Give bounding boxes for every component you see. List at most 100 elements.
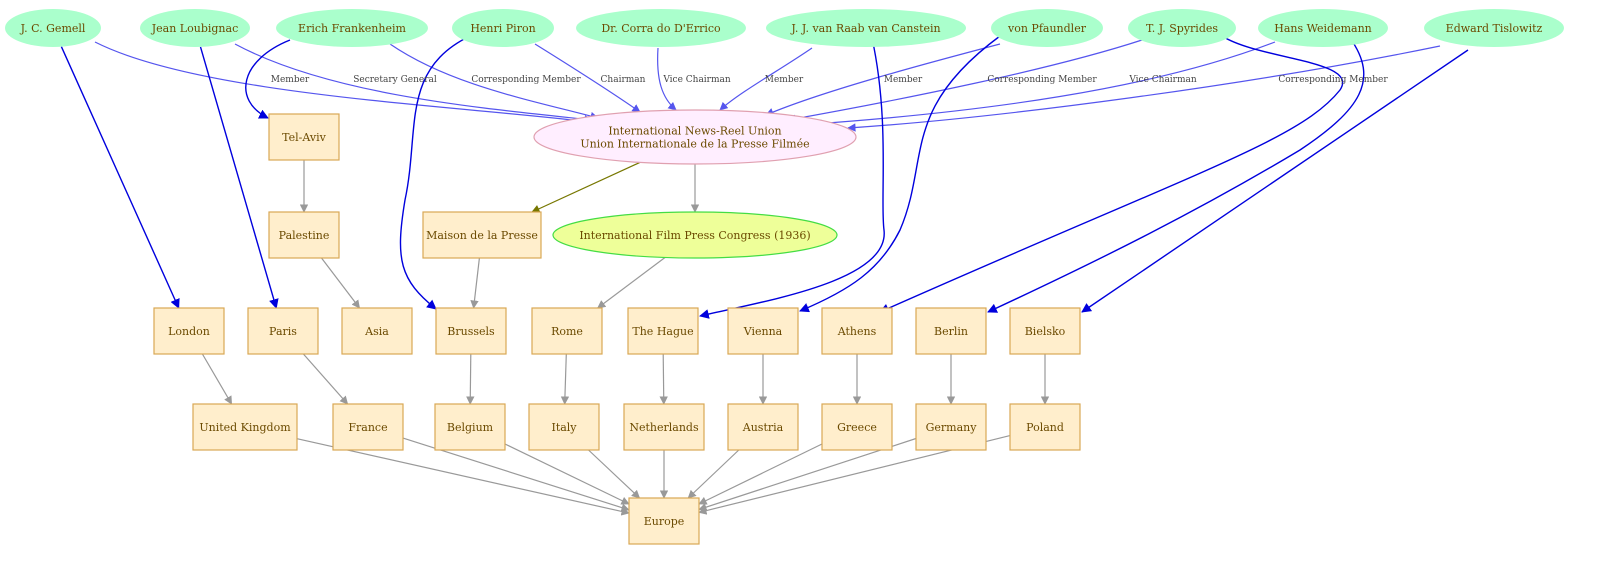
node-bielsko-shape	[1009, 307, 1081, 355]
edges-layer	[60, 35, 1469, 516]
node-belgium-label: Belgium	[447, 421, 494, 434]
edge-tislowitz-to-union	[847, 45, 1441, 132]
node-brussels-label: Brussels	[447, 325, 495, 338]
node-frankenheim-shape	[276, 9, 428, 47]
edge-piron-to-union	[534, 43, 641, 113]
node-poland-label: Poland	[1026, 421, 1064, 434]
edge-loubignac-to-paris	[199, 46, 279, 309]
node-congress-shape	[552, 211, 838, 259]
edge-label-pfaundler: Member	[884, 75, 923, 85]
node-vienna-label: Vienna	[743, 325, 783, 338]
edge-pfaundler-to-union	[765, 43, 1001, 116]
edge-label-spyrides: Corresponding Member	[987, 75, 1097, 85]
node-europe: Europe	[628, 497, 700, 545]
edge-frankenheim-to-union	[389, 43, 599, 121]
node-pfaundler-label: von Pfaundler	[1007, 22, 1087, 35]
node-paris: Paris	[247, 307, 319, 355]
node-europe-shape	[628, 497, 700, 545]
node-austria-shape	[727, 403, 799, 451]
edge-belgium-to-europe	[504, 443, 630, 505]
edge-label-corra: Vice Chairman	[662, 75, 731, 85]
edge-raab-to-hague	[699, 37, 885, 319]
node-athens-label: Athens	[837, 325, 877, 338]
node-piron: Henri Piron	[452, 9, 554, 47]
node-belgium: Belgium	[434, 403, 506, 451]
node-germany: Germany	[915, 403, 987, 451]
node-vienna-shape	[727, 307, 799, 355]
node-asia: Asia	[341, 307, 413, 355]
edge-tislowitz-to-bielsko	[1081, 49, 1469, 313]
edge-union-to-maison	[531, 161, 641, 213]
node-palestine: Palestine	[268, 211, 340, 259]
node-london-label: London	[168, 325, 210, 338]
node-hague-shape	[627, 307, 699, 355]
node-maison-shape	[422, 211, 542, 259]
node-congress-label: International Film Press Congress (1936)	[579, 229, 810, 242]
node-telaviv-label: Tel-Aviv	[282, 131, 326, 144]
node-union-shape	[533, 109, 857, 165]
node-france-shape	[332, 403, 404, 451]
edge-italy-to-europe	[588, 449, 641, 499]
node-palestine-shape	[268, 211, 340, 259]
node-spyrides-shape	[1128, 9, 1236, 47]
node-congress: International Film Press Congress (1936)	[552, 211, 838, 259]
node-hague-label: The Hague	[632, 325, 693, 338]
edge-label-gemell: Member	[271, 75, 310, 85]
node-france-label: France	[348, 421, 387, 434]
node-athens-shape	[821, 307, 893, 355]
node-asia-shape	[341, 307, 413, 355]
node-vienna: Vienna	[727, 307, 799, 355]
edge-label-loubignac: Secretary General	[353, 75, 437, 85]
node-asia-label: Asia	[364, 325, 389, 338]
node-berlin-label: Berlin	[934, 325, 968, 338]
node-telaviv: Tel-Aviv	[268, 113, 340, 161]
node-weidemann: Hans Weidemann	[1258, 9, 1388, 47]
node-rome: Rome	[531, 307, 603, 355]
node-netherlands-shape	[623, 403, 705, 451]
node-austria: Austria	[727, 403, 799, 451]
node-uk-label: United Kingdom	[199, 421, 291, 434]
node-gemell-label: J. C. Gemell	[20, 22, 86, 35]
node-uk: United Kingdom	[192, 403, 298, 451]
node-gemell-shape	[5, 9, 101, 47]
node-tislowitz-label: Edward Tislowitz	[1446, 22, 1543, 35]
node-maison-label: Maison de la Presse	[426, 229, 538, 242]
edge-label-raab: Member	[765, 75, 804, 85]
edge-corra-to-union	[657, 47, 677, 111]
node-netherlands: Netherlands	[623, 403, 705, 451]
node-weidemann-label: Hans Weidemann	[1274, 22, 1372, 35]
edge-paris-to-france	[302, 353, 349, 405]
node-corra-shape	[576, 9, 746, 47]
node-france: France	[332, 403, 404, 451]
node-spyrides-label: T. J. Spyrides	[1146, 22, 1218, 35]
edge-labels-layer: Member Secretary General Corresponding Mem…	[271, 75, 1389, 85]
node-paris-shape	[247, 307, 319, 355]
node-london-shape	[153, 307, 225, 355]
edge-frankenheim-to-telaviv	[245, 39, 291, 119]
node-rome-shape	[531, 307, 603, 355]
edge-spyrides-to-union	[787, 39, 1143, 123]
edge-rome-to-italy	[560, 353, 570, 405]
node-italy-label: Italy	[551, 421, 577, 434]
edge-label-frankenheim: Corresponding Member	[471, 75, 581, 85]
edge-label-piron: Chairman	[601, 75, 646, 85]
node-bielsko: Bielsko	[1009, 307, 1081, 355]
edge-raab-to-union	[719, 47, 813, 111]
node-corra-label: Dr. Corra do D'Errico	[601, 22, 721, 35]
node-greece-shape	[821, 403, 893, 451]
node-berlin: Berlin	[915, 307, 987, 355]
node-tislowitz-shape	[1424, 9, 1564, 47]
node-palestine-label: Palestine	[279, 229, 330, 242]
edge-label-weidemann: Vice Chairman	[1128, 75, 1197, 85]
node-hague: The Hague	[627, 307, 699, 355]
node-germany-shape	[915, 403, 987, 451]
node-london: London	[153, 307, 225, 355]
node-belgium-shape	[434, 403, 506, 451]
node-tislowitz: Edward Tislowitz	[1424, 9, 1564, 47]
edge-weidemann-to-berlin	[987, 37, 1365, 313]
edge-loubignac-to-union	[234, 43, 593, 124]
node-poland-shape	[1009, 403, 1081, 451]
